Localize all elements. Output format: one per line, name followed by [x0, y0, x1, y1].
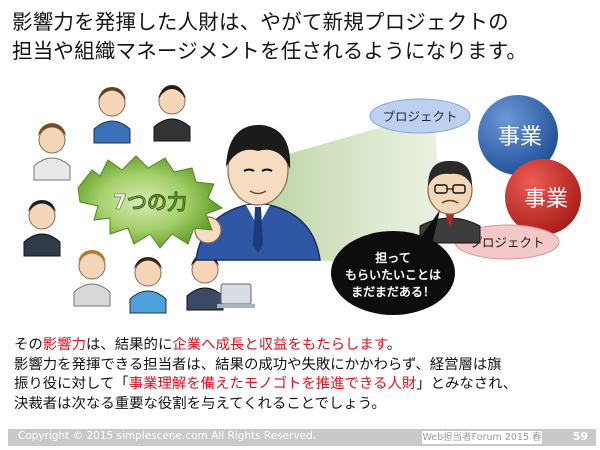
body-text-segment: 」とみなされ、: [416, 376, 518, 392]
person-icon-2: [93, 87, 131, 144]
seven-powers-label: 7つの力: [113, 190, 187, 214]
business-label-2: 事業: [524, 187, 568, 212]
body-text-segment: 。: [386, 337, 402, 353]
project-oval-1: プロジェクト: [369, 98, 471, 134]
central-employee-figure: [194, 124, 321, 261]
speech-line-1: 担って: [375, 250, 410, 265]
body-line-4: 決裁者は次なる重要な役割を与えてくれることでしょう。: [14, 395, 386, 412]
person-icon-6: [129, 257, 167, 314]
body-paragraph: その影響力は、結果的に企業へ成長と収益をもたらします。 影響力を発揮できる担当者…: [14, 336, 592, 414]
headline-line-1: 影響力を発揮した人財は、やがて新規プロジェクトの: [12, 10, 509, 34]
body-text-segment: は、結果的に: [85, 337, 173, 353]
body-line-3: 振り役に対して「事業理解を備えたモノゴトを推進できる人財」とみなされ、: [14, 375, 592, 395]
executive-figure: [419, 160, 481, 244]
body-text-segment: 振り役に対して「: [14, 376, 129, 392]
forum-label: Web担当者Forum 2015 春: [422, 431, 542, 444]
project-label-2: プロジェクト: [469, 235, 544, 250]
person-icon-5: [73, 250, 111, 307]
business-label-1: 事業: [498, 125, 542, 150]
business-ball-blue: 事業: [478, 95, 558, 175]
person-icon-4: [23, 200, 61, 257]
page-number: 59: [572, 430, 588, 443]
business-ball-red: 事業: [505, 159, 581, 235]
slide-footer: Copyright © 2015 simplescene.com All Rig…: [8, 429, 596, 446]
person-with-laptop-icon: [186, 254, 255, 311]
highlight-growth-revenue: 企業へ成長と収益をもたらします: [172, 337, 387, 353]
project-label-1: プロジェクト: [382, 109, 457, 124]
project-oval-2: プロジェクト: [454, 224, 560, 260]
headline-line-2: 担当や組織マネージメントを任されるようになります。: [12, 39, 528, 63]
body-text-segment: その: [14, 337, 43, 353]
body-line-1: その影響力は、結果的に企業へ成長と収益をもたらします。: [14, 336, 592, 356]
person-icon-3: [153, 85, 191, 142]
highlight-talent-definition: 事業理解を備えたモノゴトを推進できる人財: [128, 376, 417, 392]
green-burst-shape: [77, 155, 224, 249]
body-line-2: 影響力を発揮できる担当者は、結果の成功や失敗にかかわらず、経営層は旗: [14, 356, 502, 373]
influence-illustration: 7つの力 事業 事業 プロジェクト プロジェクト 担って もらいたいことは まだ…: [23, 85, 581, 315]
speech-bubble: 担って もらいたいことは まだまだある！: [331, 210, 455, 315]
person-icon-1: [33, 123, 71, 181]
copyright-text: Copyright © 2015 simplescene.com All Rig…: [18, 430, 317, 442]
slide-headline: 影響力を発揮した人財は、やがて新規プロジェクトの 担当や組織マネージメントを任さ…: [12, 8, 592, 66]
speech-line-3: まだまだある！: [351, 285, 435, 299]
highlight-influence: 影響力: [42, 337, 86, 353]
speech-line-2: もらいたいことは: [345, 268, 441, 282]
seven-powers-badge: 7つの力: [77, 155, 224, 249]
